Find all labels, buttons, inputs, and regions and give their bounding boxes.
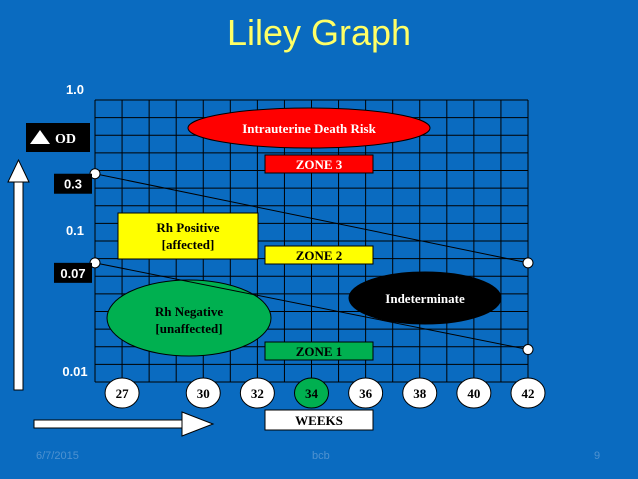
y-tick-label: 0.01: [62, 364, 87, 379]
y-marker-box: [54, 173, 92, 194]
rh-positive-label: Rh Positive: [156, 220, 219, 235]
indeterminate-ellipse: [348, 271, 502, 325]
zone-label: ZONE 3: [296, 157, 343, 172]
y-marker-label: 0.07: [60, 266, 85, 281]
death-risk-ellipse: [187, 107, 431, 149]
x-tick-oval: [239, 377, 275, 409]
slide-title: Liley Graph: [226, 12, 412, 53]
y-arrow-shaft: [13, 179, 24, 391]
zone-box: [264, 341, 374, 361]
rh-negative-label: Rh Negative: [155, 304, 223, 319]
footer-author: bcb: [312, 450, 330, 462]
y-tick-label: 0.1: [66, 223, 84, 238]
zone-boundary-line: [94, 173, 529, 264]
up-triangle-icon: [30, 130, 50, 144]
indeterminate-label: Indeterminate: [385, 291, 465, 306]
zone-box: [264, 245, 374, 265]
boundary-point: [522, 344, 534, 356]
x-tick-oval: [104, 377, 140, 409]
xlabel: WEEKS: [295, 413, 343, 428]
x-tick-label: 32: [251, 386, 264, 401]
footer-date: 6/7/2015: [36, 450, 79, 462]
x-arrow-head: [181, 411, 215, 437]
y-tick-label: 1.0: [66, 82, 84, 97]
zone-box: [264, 154, 374, 174]
y-arrow-head: [7, 158, 30, 183]
rh-positive-box: [117, 212, 259, 260]
x-tick-label: 36: [359, 386, 373, 401]
x-arrow-shaft: [33, 419, 185, 429]
slide-number: 9: [594, 450, 601, 462]
zone-label: ZONE 1: [296, 344, 343, 359]
zone-label: ZONE 2: [296, 248, 343, 263]
x-tick-label: 38: [413, 386, 427, 401]
rh-negative-ellipse: [106, 279, 272, 357]
x-tick-label: 42: [522, 386, 535, 401]
x-tick-label: 34: [305, 386, 319, 401]
y-marker-label: 0.3: [64, 177, 82, 192]
death-risk-label: Intrauterine Death Risk: [242, 121, 376, 136]
x-tick-label: 30: [197, 386, 210, 401]
x-tick-label: 27: [116, 386, 130, 401]
xlabel-box: [264, 409, 374, 431]
x-tick-oval: [348, 377, 384, 409]
x-tick-oval: [402, 377, 438, 409]
rh-positive-label: [affected]: [162, 237, 215, 252]
x-tick-oval: [185, 377, 221, 409]
x-tick-oval: [510, 377, 546, 409]
x-tick-label: 40: [467, 386, 480, 401]
rh-negative-label: [unaffected]: [155, 321, 222, 336]
x-tick-oval: [294, 377, 329, 409]
zone-boundary-line: [94, 262, 529, 350]
x-tick-oval: [456, 377, 492, 409]
y-marker-box: [54, 262, 92, 283]
boundary-point: [522, 257, 534, 269]
ylabel: OD: [55, 132, 76, 147]
